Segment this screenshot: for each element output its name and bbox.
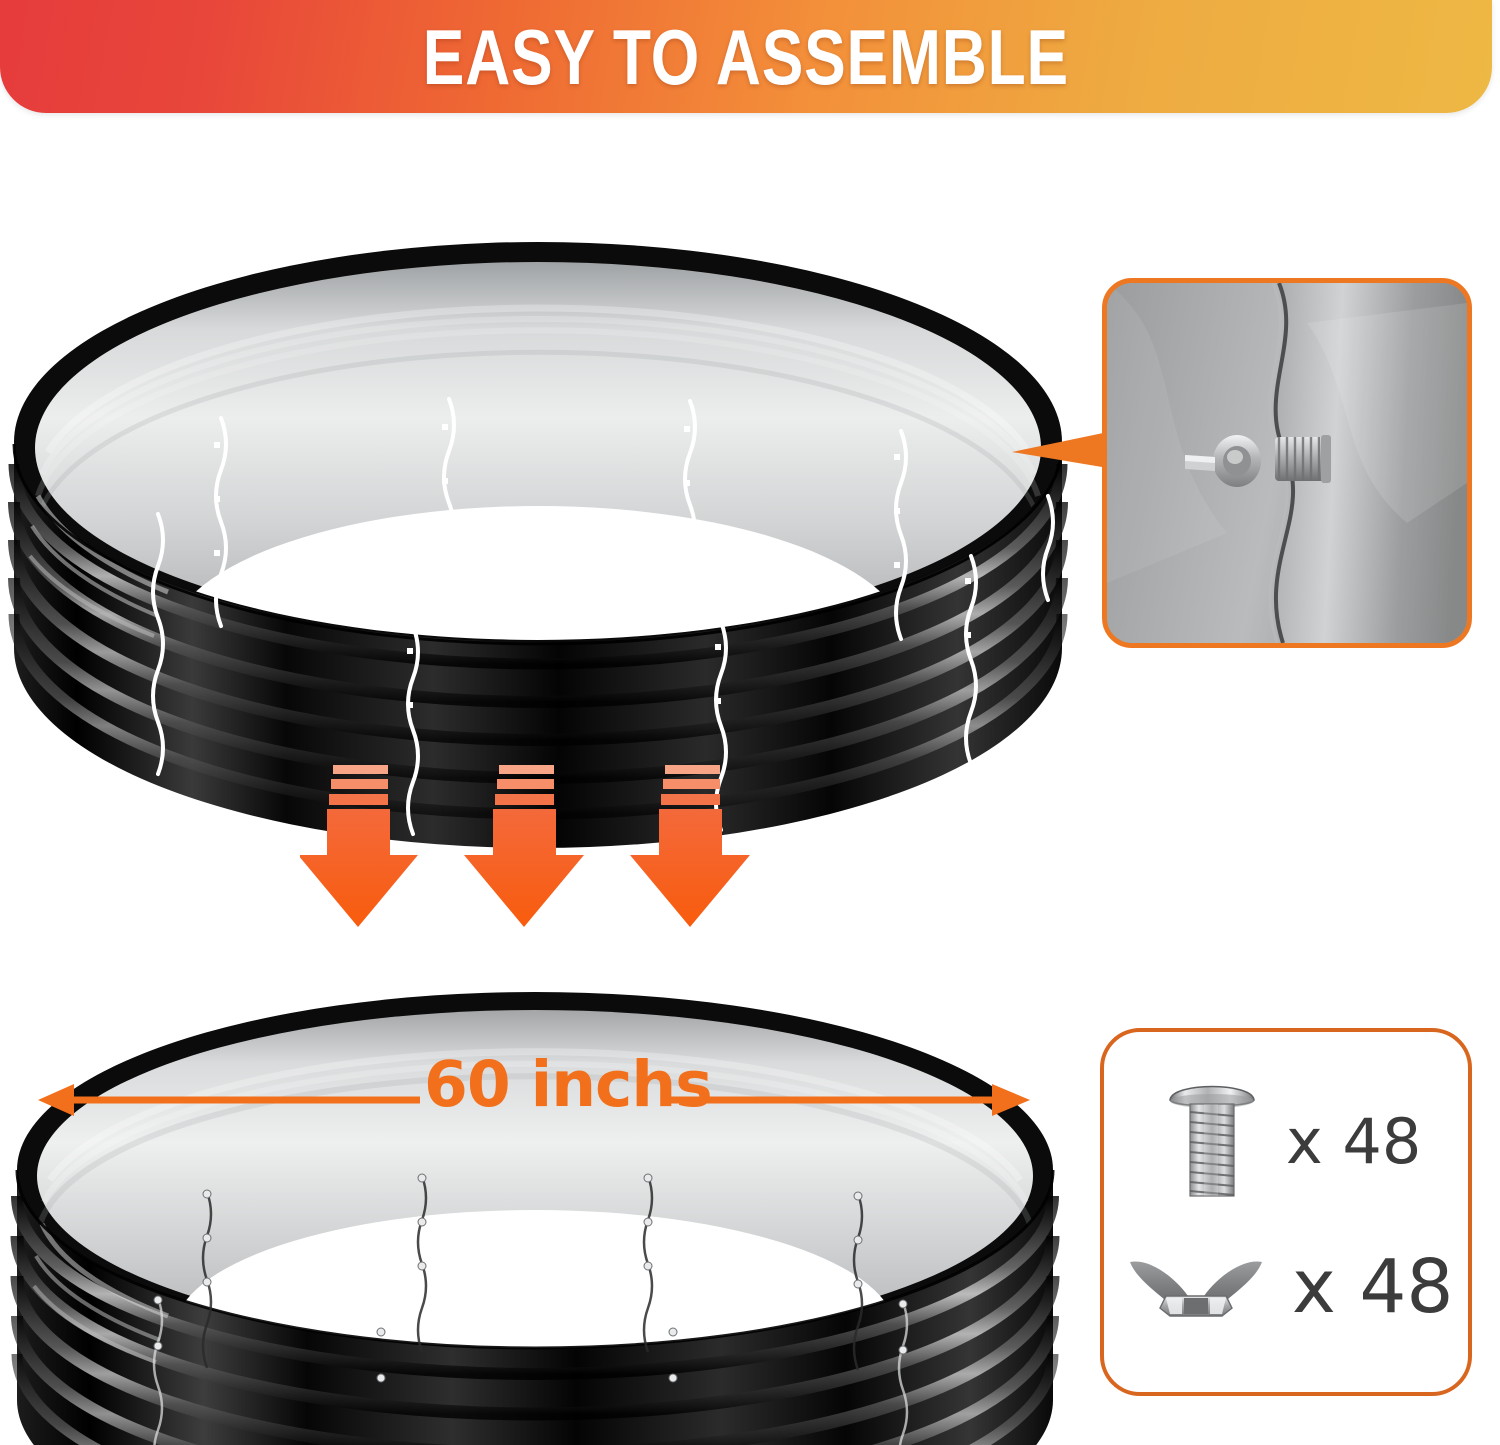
unassembled-corrugated-ring bbox=[8, 196, 1068, 848]
screw-count: x 48 bbox=[1286, 1104, 1422, 1178]
parts-list-item: x 48 bbox=[1162, 1074, 1421, 1209]
wing-nut-icon bbox=[1130, 1261, 1262, 1317]
screw-icon bbox=[1169, 1085, 1255, 1197]
arrow-down-icon bbox=[300, 765, 418, 927]
arrow-down-icon bbox=[464, 765, 584, 927]
diameter-label: 60 inchs bbox=[424, 1048, 713, 1121]
hardware-parts-box: x 48 bbox=[1100, 1028, 1472, 1396]
parts-list-item: x 48 bbox=[1126, 1250, 1453, 1324]
wing-nut-count: x 48 bbox=[1292, 1244, 1454, 1330]
assembled-corrugated-ring bbox=[10, 980, 1060, 1445]
arrow-down-icon bbox=[630, 765, 750, 927]
assembly-direction-arrows bbox=[300, 752, 750, 942]
callout-pointer-icon bbox=[1012, 428, 1108, 472]
page-title: EASY TO ASSEMBLE bbox=[422, 12, 1070, 101]
diameter-dimension-line bbox=[30, 1062, 1040, 1140]
joint-detail-callout bbox=[1102, 278, 1472, 648]
header-banner: EASY TO ASSEMBLE bbox=[0, 0, 1492, 113]
